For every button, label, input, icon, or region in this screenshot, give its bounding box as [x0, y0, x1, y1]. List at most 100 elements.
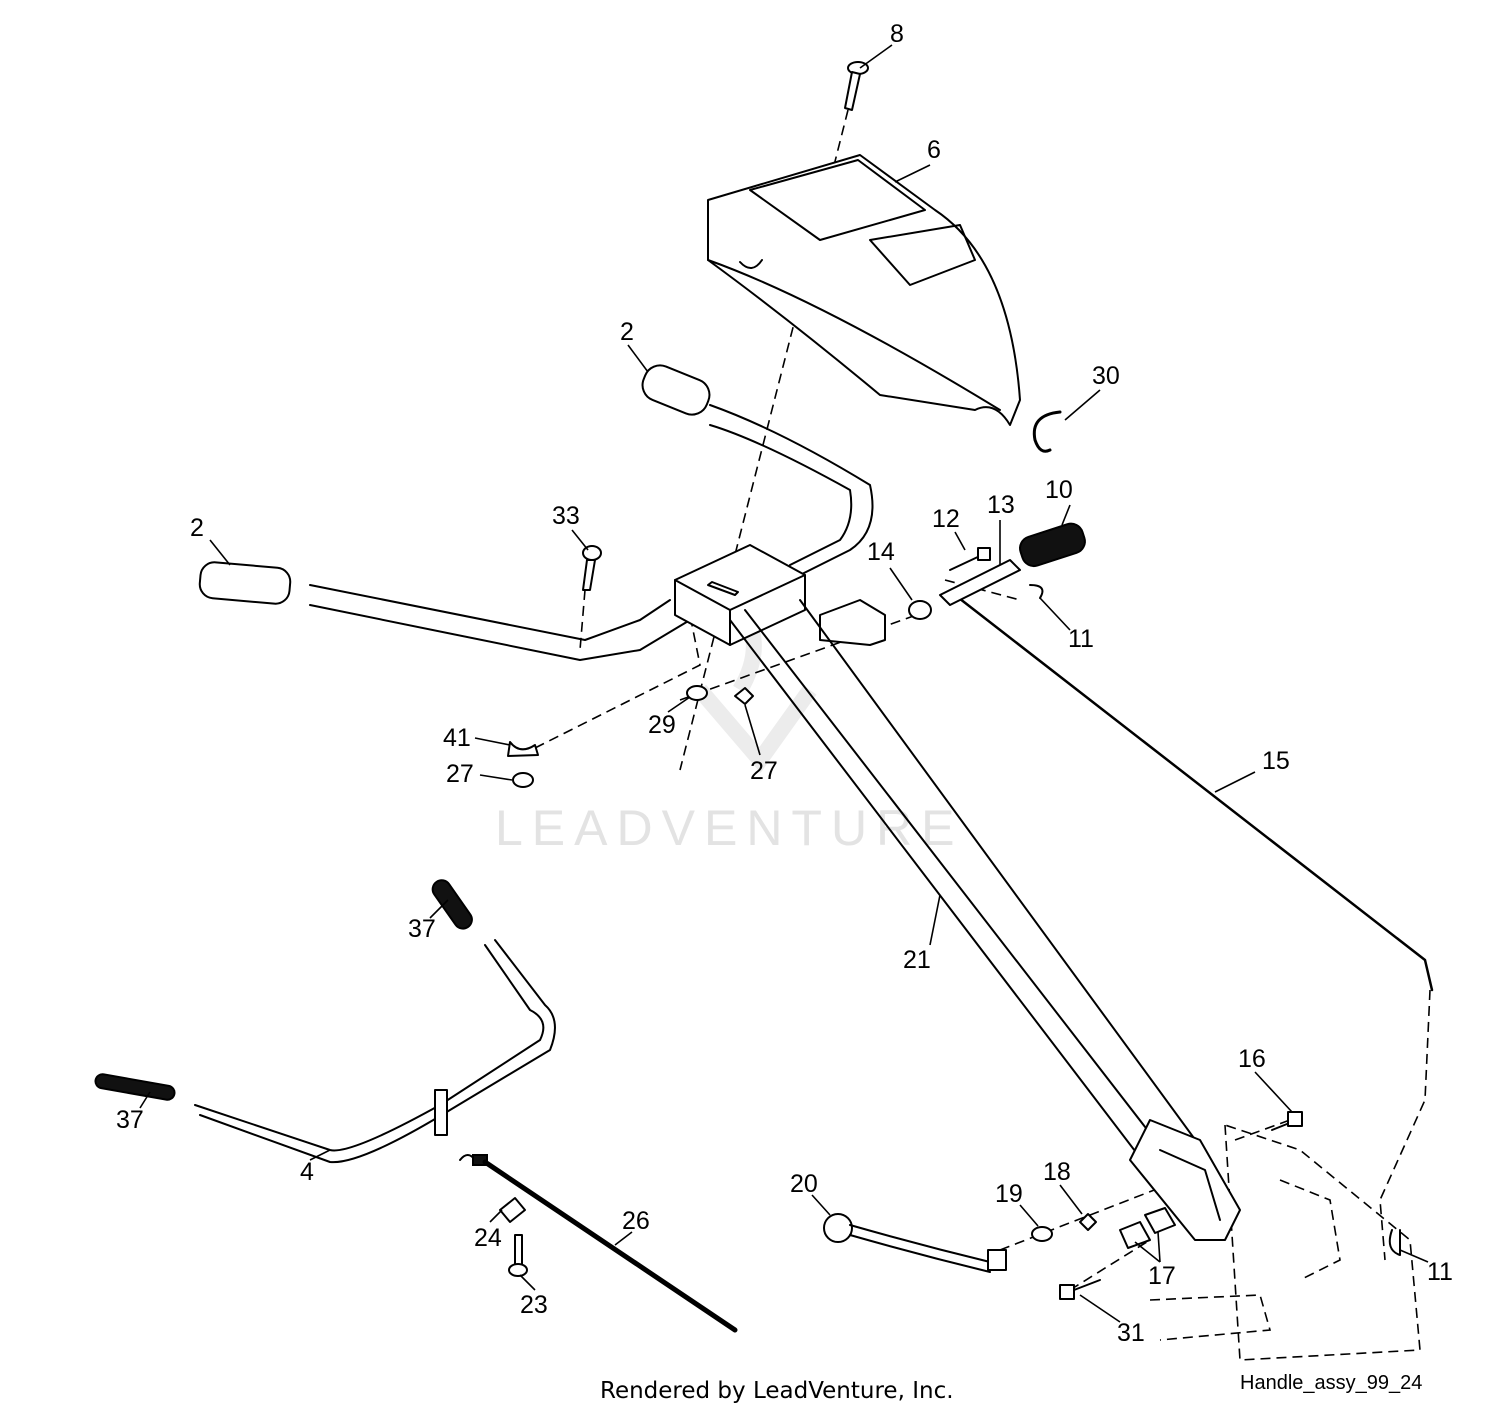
frame-outline-3 — [1279, 1179, 1341, 1281]
tube-end-detail — [1159, 1149, 1221, 1221]
leader-11-upper — [1039, 597, 1071, 631]
leader-14 — [889, 567, 913, 601]
callout-11-upper: 11 — [1068, 625, 1094, 653]
hairpin-11-lower — [1388, 1229, 1401, 1256]
leader-12 — [954, 531, 966, 551]
leader-21 — [929, 894, 941, 946]
bolt-23-shank — [514, 1234, 523, 1266]
lower-handle-bar-4 — [94, 879, 556, 1164]
callout-37-left: 37 — [116, 1106, 144, 1134]
handle-bar-outer — [309, 424, 853, 641]
cover-top-panel — [749, 159, 926, 241]
leader-19 — [1019, 1204, 1039, 1227]
callout-16: 16 — [1238, 1045, 1266, 1073]
frame-outline-2 — [1149, 1294, 1272, 1341]
lower-bar-inner — [199, 939, 556, 1164]
bolt-33-shank — [582, 559, 596, 591]
callout-2-left: 2 — [190, 514, 204, 542]
leader-lines — [139, 44, 1429, 1323]
leader-10 — [1061, 504, 1071, 526]
knob-10 — [1019, 522, 1086, 568]
callout-14: 14 — [867, 538, 895, 566]
clamp-41 — [507, 741, 539, 757]
leader-37-left — [139, 1091, 151, 1109]
bolt-23-head — [508, 1263, 528, 1277]
pivot-13 — [939, 559, 1021, 606]
grip-2-upper — [641, 364, 711, 416]
callout-27-center: 27 — [750, 757, 778, 785]
callout-31: 31 — [1117, 1319, 1145, 1347]
tube-end-plate — [1129, 1119, 1241, 1241]
bolt-16 — [1271, 1111, 1303, 1131]
nut-27-left — [512, 772, 534, 788]
watermark-text: LEADVENTURE — [495, 800, 964, 856]
lever-20-knob — [823, 1213, 853, 1243]
tube-edge-right — [799, 599, 1211, 1161]
clip-ring-30 — [1032, 410, 1062, 453]
callout-23: 23 — [520, 1291, 548, 1319]
control-rod-15 — [953, 593, 1434, 992]
leader-2-upper — [627, 344, 649, 373]
leader-4 — [309, 1149, 331, 1161]
callout-33: 33 — [552, 502, 580, 530]
callout-10: 10 — [1045, 476, 1073, 504]
mount-bracket — [819, 599, 886, 646]
leader-18 — [1059, 1184, 1083, 1215]
callout-18: 18 — [1043, 1158, 1071, 1186]
callout-8: 8 — [890, 20, 904, 48]
leader-37-upper — [429, 899, 449, 919]
lower-bar-tab — [434, 1089, 448, 1136]
tiller-frame-outline — [1149, 1123, 1421, 1361]
leader-27-left — [479, 774, 513, 781]
callout-30: 30 — [1092, 362, 1120, 390]
frame-outline-1 — [1224, 1123, 1421, 1361]
callout-20: 20 — [790, 1170, 818, 1198]
cable-26 — [459, 1154, 738, 1333]
carriage-bolt-33 — [582, 545, 602, 591]
tube-edge-mid — [744, 609, 1191, 1186]
handle-bar — [309, 404, 874, 661]
rendered-by-credit: Rendered by LeadVenture, Inc. — [600, 1378, 954, 1404]
leader-29 — [667, 696, 691, 713]
screw-8 — [844, 61, 869, 111]
nut-18 — [1079, 1213, 1097, 1231]
mount-block-body — [674, 544, 806, 646]
bolt-31-head — [1059, 1284, 1075, 1300]
lever-20 — [823, 1213, 1007, 1273]
callout-26: 26 — [622, 1207, 650, 1235]
leader-15 — [1214, 771, 1256, 793]
callout-29: 29 — [648, 711, 676, 739]
clip-24 — [499, 1197, 526, 1223]
lever-20-collar — [987, 1249, 1007, 1271]
handle-panel-cover — [707, 154, 1021, 426]
leader-16 — [1254, 1071, 1293, 1113]
assembly-line-cross-bolt — [679, 609, 931, 701]
leader-20 — [811, 1194, 831, 1216]
callout-21: 21 — [903, 946, 931, 974]
cover-notch — [739, 259, 763, 269]
bolt-31-shank — [1073, 1279, 1101, 1291]
handle-bar-inner — [309, 404, 874, 661]
bolt-31 — [1059, 1279, 1101, 1300]
leader-26 — [614, 1231, 633, 1246]
leader-30 — [1064, 389, 1101, 421]
tube-edge-left — [729, 619, 1181, 1211]
callout-11-lower: 11 — [1427, 1258, 1453, 1286]
hairpin-11-upper — [1029, 584, 1044, 599]
nut-29 — [686, 685, 708, 701]
callout-12: 12 — [932, 505, 960, 533]
callout-4: 4 — [300, 1158, 314, 1186]
leader-2-left — [209, 539, 231, 566]
assembly-line-pin-11 — [944, 579, 1021, 601]
spacer-14 — [908, 600, 932, 620]
washer-19 — [1031, 1226, 1053, 1242]
callout-19: 19 — [995, 1180, 1023, 1208]
assembly-line-bolt-31 — [1069, 1239, 1151, 1291]
mount-block-slot — [707, 581, 739, 596]
grip-37-left — [94, 1073, 176, 1101]
cable-26-ferrule — [472, 1154, 488, 1166]
assembly-line-bracket — [534, 614, 701, 749]
callout-6: 6 — [927, 136, 941, 164]
nut-27-center — [734, 687, 754, 705]
callout-13: 13 — [987, 491, 1015, 519]
